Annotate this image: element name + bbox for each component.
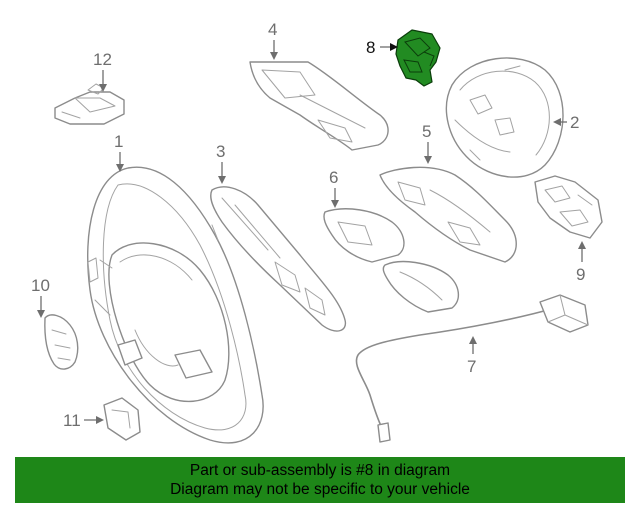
callout-11: 11 [63, 411, 81, 430]
callout-7: 7 [467, 357, 476, 376]
part-4-trim-cover[interactable] [249, 61, 389, 151]
part-6-column-cover[interactable] [323, 208, 459, 313]
callout-3: 3 [216, 142, 225, 161]
part-7-wiring-harness[interactable] [355, 294, 589, 443]
part-11-small-switch[interactable] [103, 397, 141, 441]
callout-1: 1 [114, 132, 123, 151]
callout-5: 5 [422, 122, 431, 141]
part-12-connector[interactable] [54, 83, 125, 125]
part-8-switch-highlighted[interactable] [395, 29, 441, 87]
leader-lines [37, 40, 586, 424]
callout-labels: 1 2 3 4 5 6 7 8 9 10 11 12 [31, 20, 585, 430]
part-9-switch-assembly[interactable] [534, 175, 603, 239]
part-1-steering-wheel[interactable] [87, 166, 264, 444]
callout-6: 6 [329, 168, 338, 187]
callout-2: 2 [570, 113, 579, 132]
callout-4: 4 [268, 20, 277, 39]
callout-12: 12 [93, 50, 112, 69]
part-3-switch-bezel[interactable] [210, 186, 347, 332]
parts-diagram: 1 2 3 4 5 6 7 8 9 10 11 12 [31, 20, 603, 444]
part-5-lower-cover[interactable] [379, 166, 517, 263]
banner-line-2: Diagram may not be specific to your vehi… [170, 481, 470, 498]
callout-10: 10 [31, 276, 50, 295]
part-10-clip[interactable] [44, 314, 79, 370]
part-2-airbag-module[interactable] [445, 57, 564, 178]
callout-9: 9 [576, 265, 585, 284]
callout-8: 8 [366, 38, 375, 57]
banner-line-1: Part or sub-assembly is #8 in diagram [189, 462, 451, 479]
info-banner: Part or sub-assembly is #8 in diagram Di… [15, 457, 625, 503]
